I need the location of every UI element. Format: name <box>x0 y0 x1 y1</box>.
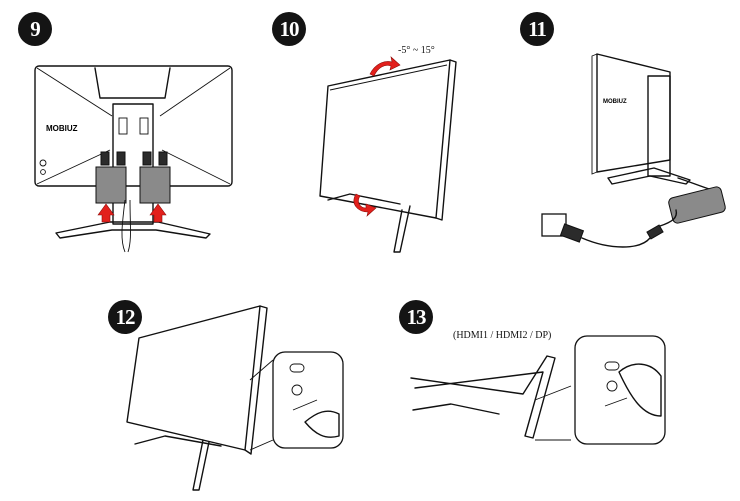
step-11-badge: 11 <box>520 12 554 46</box>
cable-cover-right <box>139 166 171 204</box>
tilt-arrow-bottom <box>353 193 377 217</box>
stand-foot <box>412 403 500 415</box>
monitor-back-shell <box>34 65 233 187</box>
stand-leg <box>393 205 411 253</box>
input-ports-label: (HDMI1 / HDMI2 / DP) <box>453 330 552 341</box>
power-cable <box>581 237 651 248</box>
zoom-callout-power <box>272 351 344 449</box>
stand-neck-side <box>647 75 671 177</box>
step-10-panel: 10 -5° ~ 15° <box>250 0 490 260</box>
power-plug <box>559 223 585 243</box>
step-11-panel: 11 MOBIUZ <box>500 0 740 260</box>
monitor-panel <box>319 59 451 219</box>
step-13-badge: 13 <box>399 300 433 334</box>
cable-cover-left <box>95 166 127 204</box>
stand-base <box>55 221 211 239</box>
step-10-badge: 10 <box>272 12 306 46</box>
stand-foot <box>327 193 401 205</box>
stand-neck <box>112 103 154 225</box>
step-9-illustration: MOBIUZ <box>34 65 233 253</box>
up-arrow-right <box>149 203 167 223</box>
monitor-back-side <box>596 53 671 173</box>
power-button-icon <box>291 384 303 396</box>
stand-base-side <box>607 167 691 185</box>
step-12-panel: 12 <box>95 290 355 501</box>
monitor-panel-angled <box>410 355 556 439</box>
up-arrow-left <box>97 203 115 223</box>
finger-press <box>304 410 340 438</box>
step-12-illustration <box>126 305 344 491</box>
step-12-badge: 12 <box>108 300 142 334</box>
monitor-panel-front <box>126 305 261 451</box>
zoom-callout-input <box>574 335 666 445</box>
finger-press-input <box>618 363 662 417</box>
step-13-illustration <box>410 335 666 445</box>
input-button-icon <box>606 380 618 392</box>
step-13-panel: 13 (HDMI1 / HDMI2 / DP) <box>395 290 740 501</box>
step-9-panel: 9 MOBIUZ <box>0 0 240 260</box>
power-adapter <box>668 186 726 224</box>
step-9-badge: 9 <box>18 12 52 46</box>
brand-mark-side: MOBIUZ <box>603 99 627 105</box>
brand-mark-rear: MOBIUZ <box>46 124 78 133</box>
tilt-range-label: -5° ~ 15° <box>398 45 435 56</box>
step-11-illustration: MOBIUZ <box>541 53 726 248</box>
stand-leg <box>192 439 210 491</box>
step-10-illustration <box>319 56 457 253</box>
tilt-arrow-top <box>369 56 401 77</box>
